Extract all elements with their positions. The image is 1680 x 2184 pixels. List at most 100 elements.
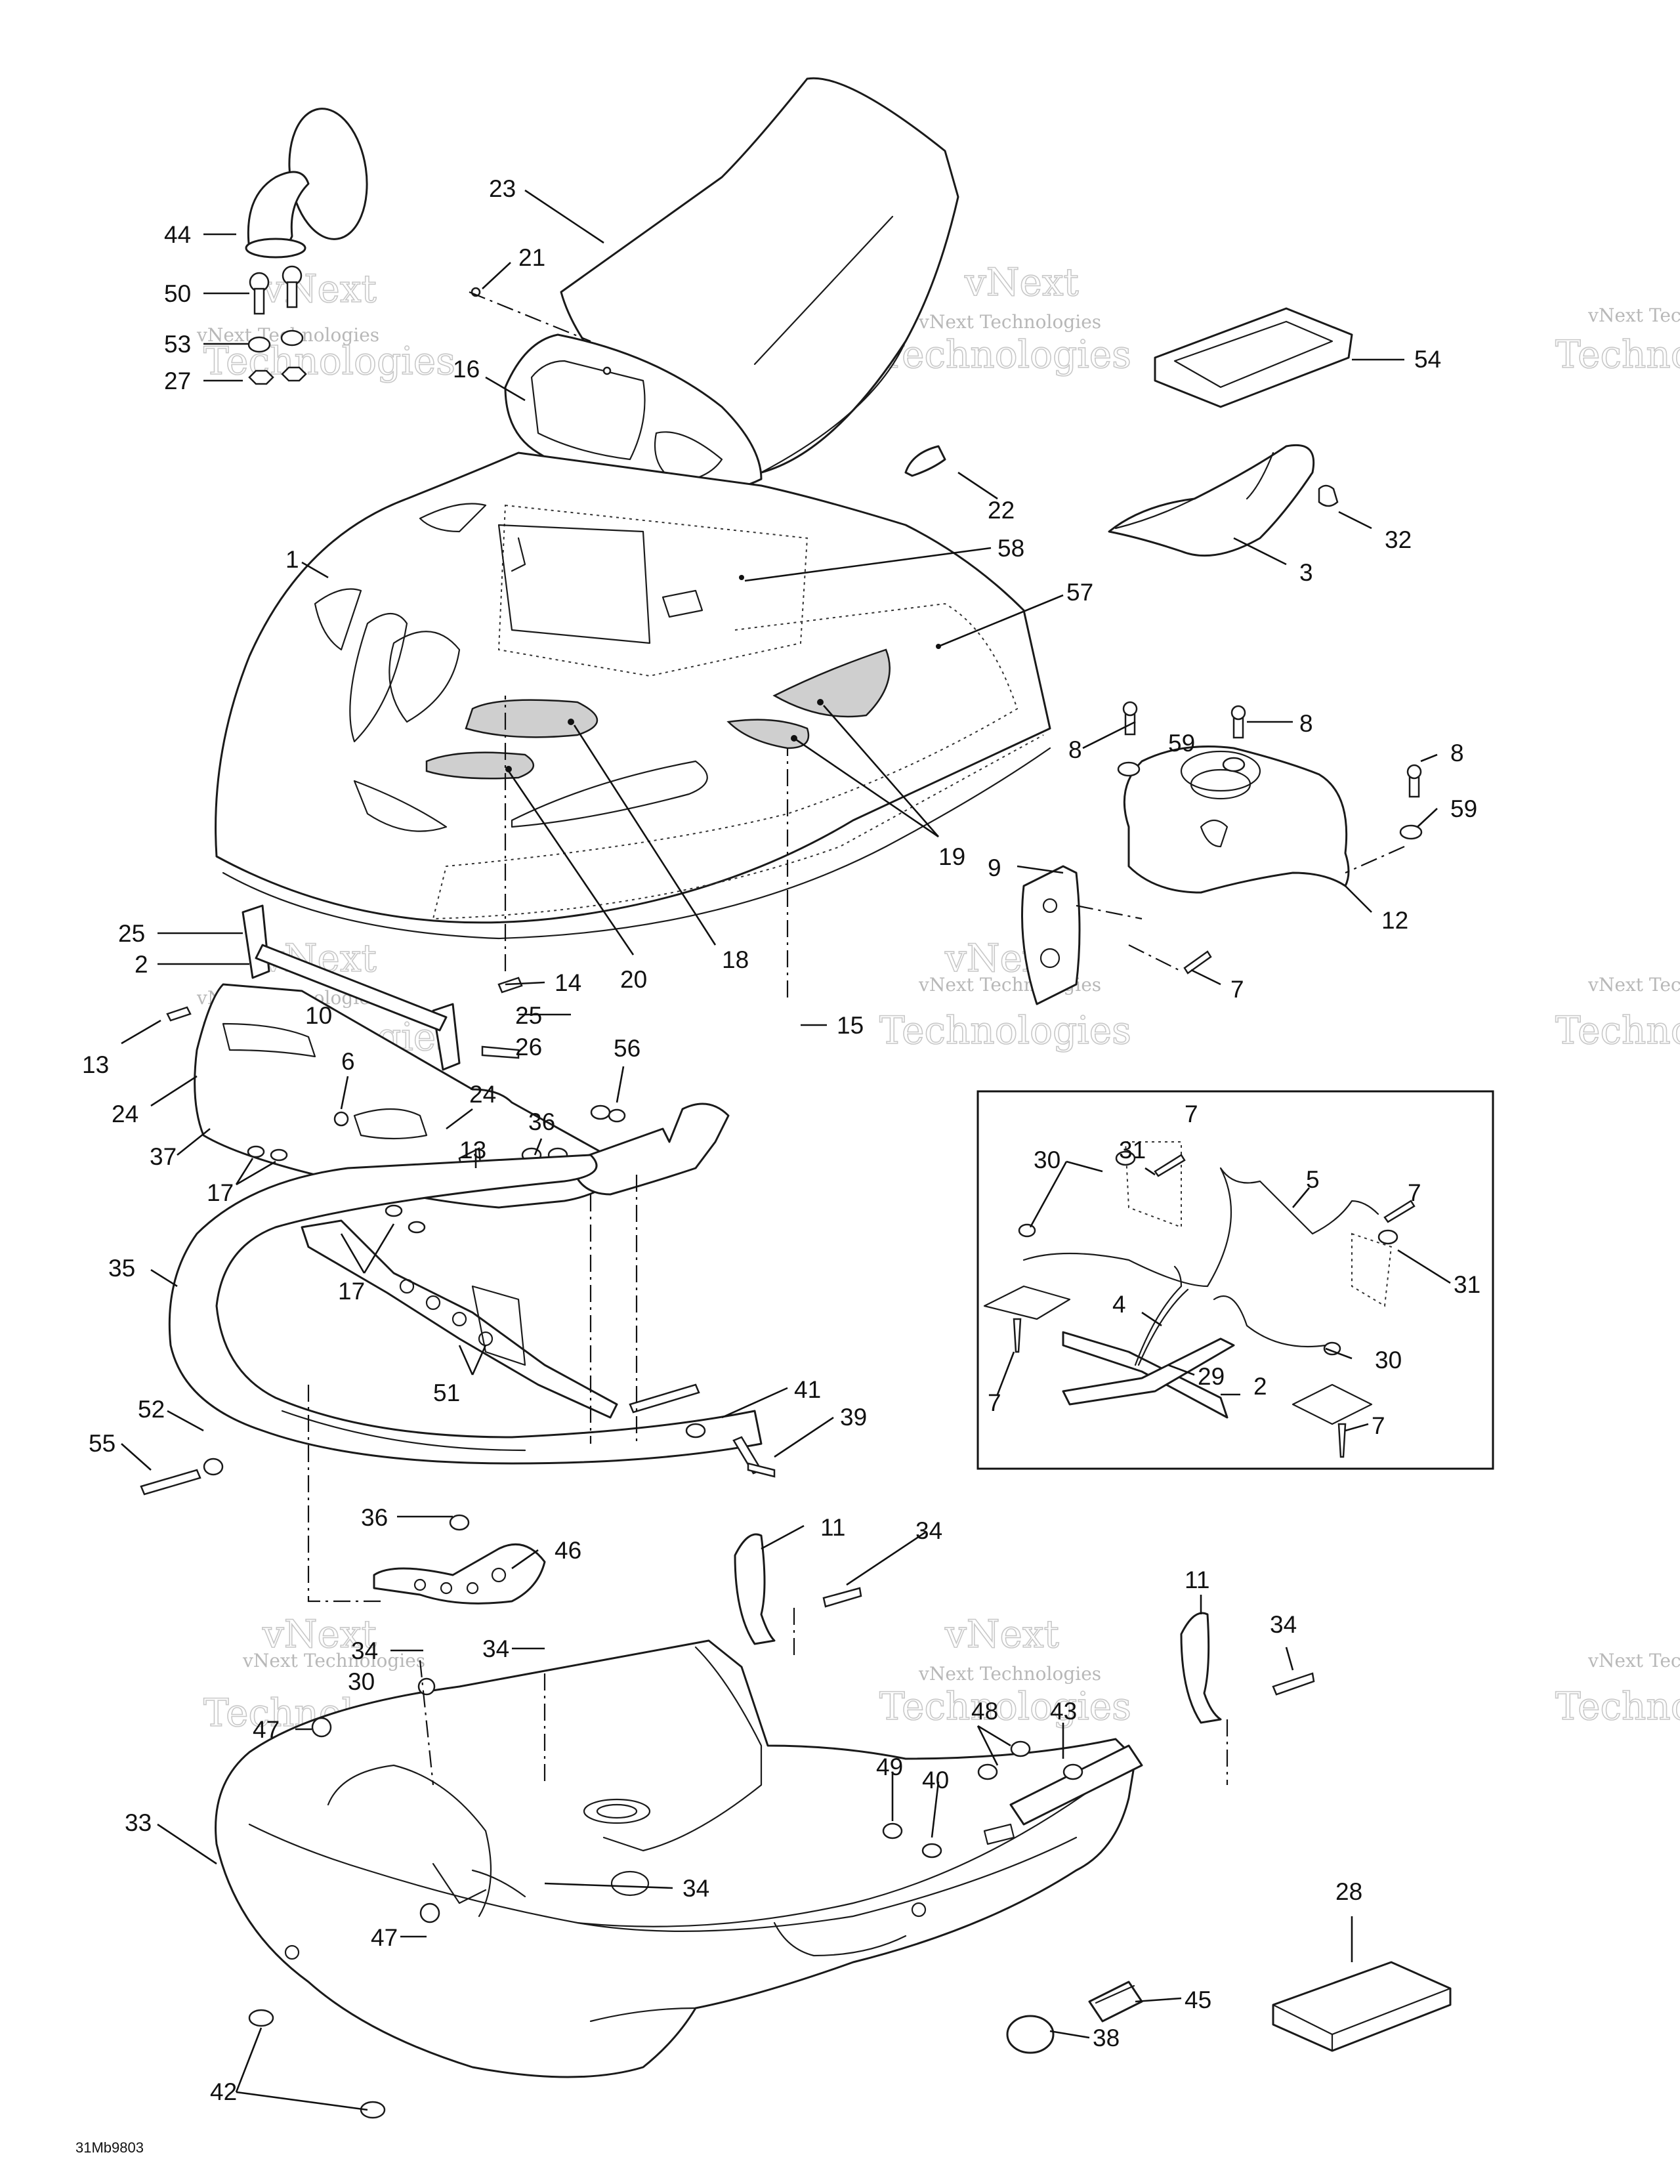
inset-callout-4: 4 (1112, 1291, 1126, 1318)
callout-44: 44 (164, 221, 191, 248)
callout-34: 34 (482, 1635, 509, 1662)
callout-57: 57 (1066, 579, 1093, 606)
callout-34: 34 (1270, 1611, 1297, 1638)
watermark-mark: vNext (944, 1612, 1059, 1656)
callout-48: 48 (971, 1698, 998, 1725)
callout-23: 23 (489, 175, 516, 202)
callout-10: 10 (305, 1002, 332, 1029)
callout-45: 45 (1185, 1986, 1211, 2013)
callout-47: 47 (253, 1716, 280, 1743)
callout-39: 39 (840, 1404, 867, 1431)
callout-34: 34 (351, 1637, 378, 1664)
inset-callout-29: 29 (1198, 1363, 1225, 1390)
callout-8: 8 (1450, 740, 1464, 766)
watermark-text: vNext Technologies (918, 311, 1101, 333)
callout-3: 3 (1299, 559, 1313, 586)
bellypan-part (215, 1639, 1137, 2078)
callout-7: 7 (1230, 976, 1244, 1003)
hinge-bracket-part (166, 904, 631, 1234)
callout-labels: 44 23 21 50 53 27 16 54 22 32 1 58 3 57 … (82, 175, 1480, 2105)
decal-part (1272, 1961, 1452, 2052)
callout-19: 19 (938, 843, 965, 870)
callout-55: 55 (89, 1430, 116, 1457)
rear-bumper-part (882, 1740, 1143, 1858)
watermark-mark: vNext (262, 1612, 377, 1656)
callout-56: 56 (614, 1035, 640, 1062)
callout-36: 36 (361, 1504, 388, 1531)
watermark-text: vNext Technologies (918, 1663, 1101, 1685)
watermark-text: vNext Technologies (242, 1650, 425, 1671)
callout-17: 17 (207, 1179, 234, 1206)
callout-40: 40 (922, 1767, 949, 1794)
callout-14: 14 (555, 969, 581, 996)
reflector-part (1088, 1981, 1143, 2023)
callout-32: 32 (1385, 526, 1412, 553)
callout-59: 59 (1168, 730, 1195, 757)
callout-13: 13 (459, 1137, 486, 1164)
callout-38: 38 (1093, 2025, 1120, 2051)
callout-51: 51 (433, 1379, 460, 1406)
callout-1: 1 (285, 546, 299, 573)
watermark-text: vNext Technologies (1587, 1650, 1680, 1671)
hood-part (215, 452, 1051, 940)
airbox-hardware (1117, 701, 1423, 975)
watermark-group: vNext Technologies vNext Technologies vN… (196, 259, 1680, 1736)
bellypan-brackets (734, 1533, 1315, 1724)
callout-53: 53 (164, 331, 191, 358)
callout-26: 26 (515, 1034, 542, 1060)
watermark-text: vNext Technologies (1587, 304, 1680, 326)
inset-callout-7: 7 (1372, 1412, 1385, 1439)
inset-callout-7: 7 (988, 1389, 1001, 1416)
support-part (373, 1514, 546, 1605)
leader-lines (121, 189, 1451, 2111)
watermark-text-large: Technologies (879, 332, 1131, 377)
callout-11: 11 (1185, 1566, 1209, 1593)
callout-34: 34 (682, 1875, 709, 1902)
callout-21: 21 (518, 244, 545, 271)
inset-callout-5: 5 (1306, 1166, 1320, 1193)
callout-16: 16 (453, 356, 480, 383)
callout-28: 28 (1335, 1878, 1362, 1905)
watermark-text-large: Technologies (879, 1684, 1131, 1729)
callout-33: 33 (125, 1809, 152, 1836)
callout-13: 13 (82, 1051, 109, 1078)
callout-27: 27 (164, 368, 191, 394)
reinforcement-part (140, 1219, 776, 1496)
inset-callout-7: 7 (1408, 1179, 1421, 1206)
inset-callout-31: 31 (1454, 1271, 1480, 1298)
callout-52: 52 (138, 1396, 165, 1423)
watermark-text-large: Technologies (203, 339, 455, 383)
clip-part (904, 445, 946, 477)
mirror-hardware (247, 265, 307, 385)
callout-35: 35 (108, 1255, 135, 1282)
watermark-mark: vNext (964, 260, 1079, 304)
callout-58: 58 (998, 535, 1024, 562)
watermark-mark: vNext (262, 266, 377, 311)
vent-part (1154, 307, 1353, 408)
airbox-part (1123, 746, 1350, 894)
inset-callout-30: 30 (1034, 1146, 1060, 1173)
watermark-text-large: Technologies (1555, 332, 1680, 377)
figure-reference: 31Mb9803 (75, 2139, 144, 2156)
mirror-part (245, 108, 368, 259)
callout-41: 41 (794, 1376, 821, 1403)
callout-12: 12 (1381, 907, 1408, 934)
callout-6: 6 (341, 1048, 355, 1075)
callout-59: 59 (1450, 795, 1477, 822)
callout-47: 47 (371, 1924, 398, 1951)
callout-24: 24 (112, 1101, 138, 1127)
callout-17: 17 (338, 1278, 365, 1305)
callout-42: 42 (210, 2078, 237, 2105)
callout-50: 50 (164, 280, 191, 307)
plate-part (1021, 865, 1081, 1005)
inset-callout-2: 2 (1253, 1373, 1267, 1400)
callout-54: 54 (1414, 346, 1441, 373)
callout-30: 30 (348, 1668, 375, 1695)
inset-callout-30: 30 (1375, 1347, 1402, 1374)
callout-43: 43 (1050, 1698, 1077, 1725)
watermark-text: vNext Technologies (1587, 974, 1680, 996)
callout-2: 2 (135, 951, 148, 978)
callout-8: 8 (1068, 736, 1082, 763)
callout-37: 37 (150, 1143, 177, 1170)
